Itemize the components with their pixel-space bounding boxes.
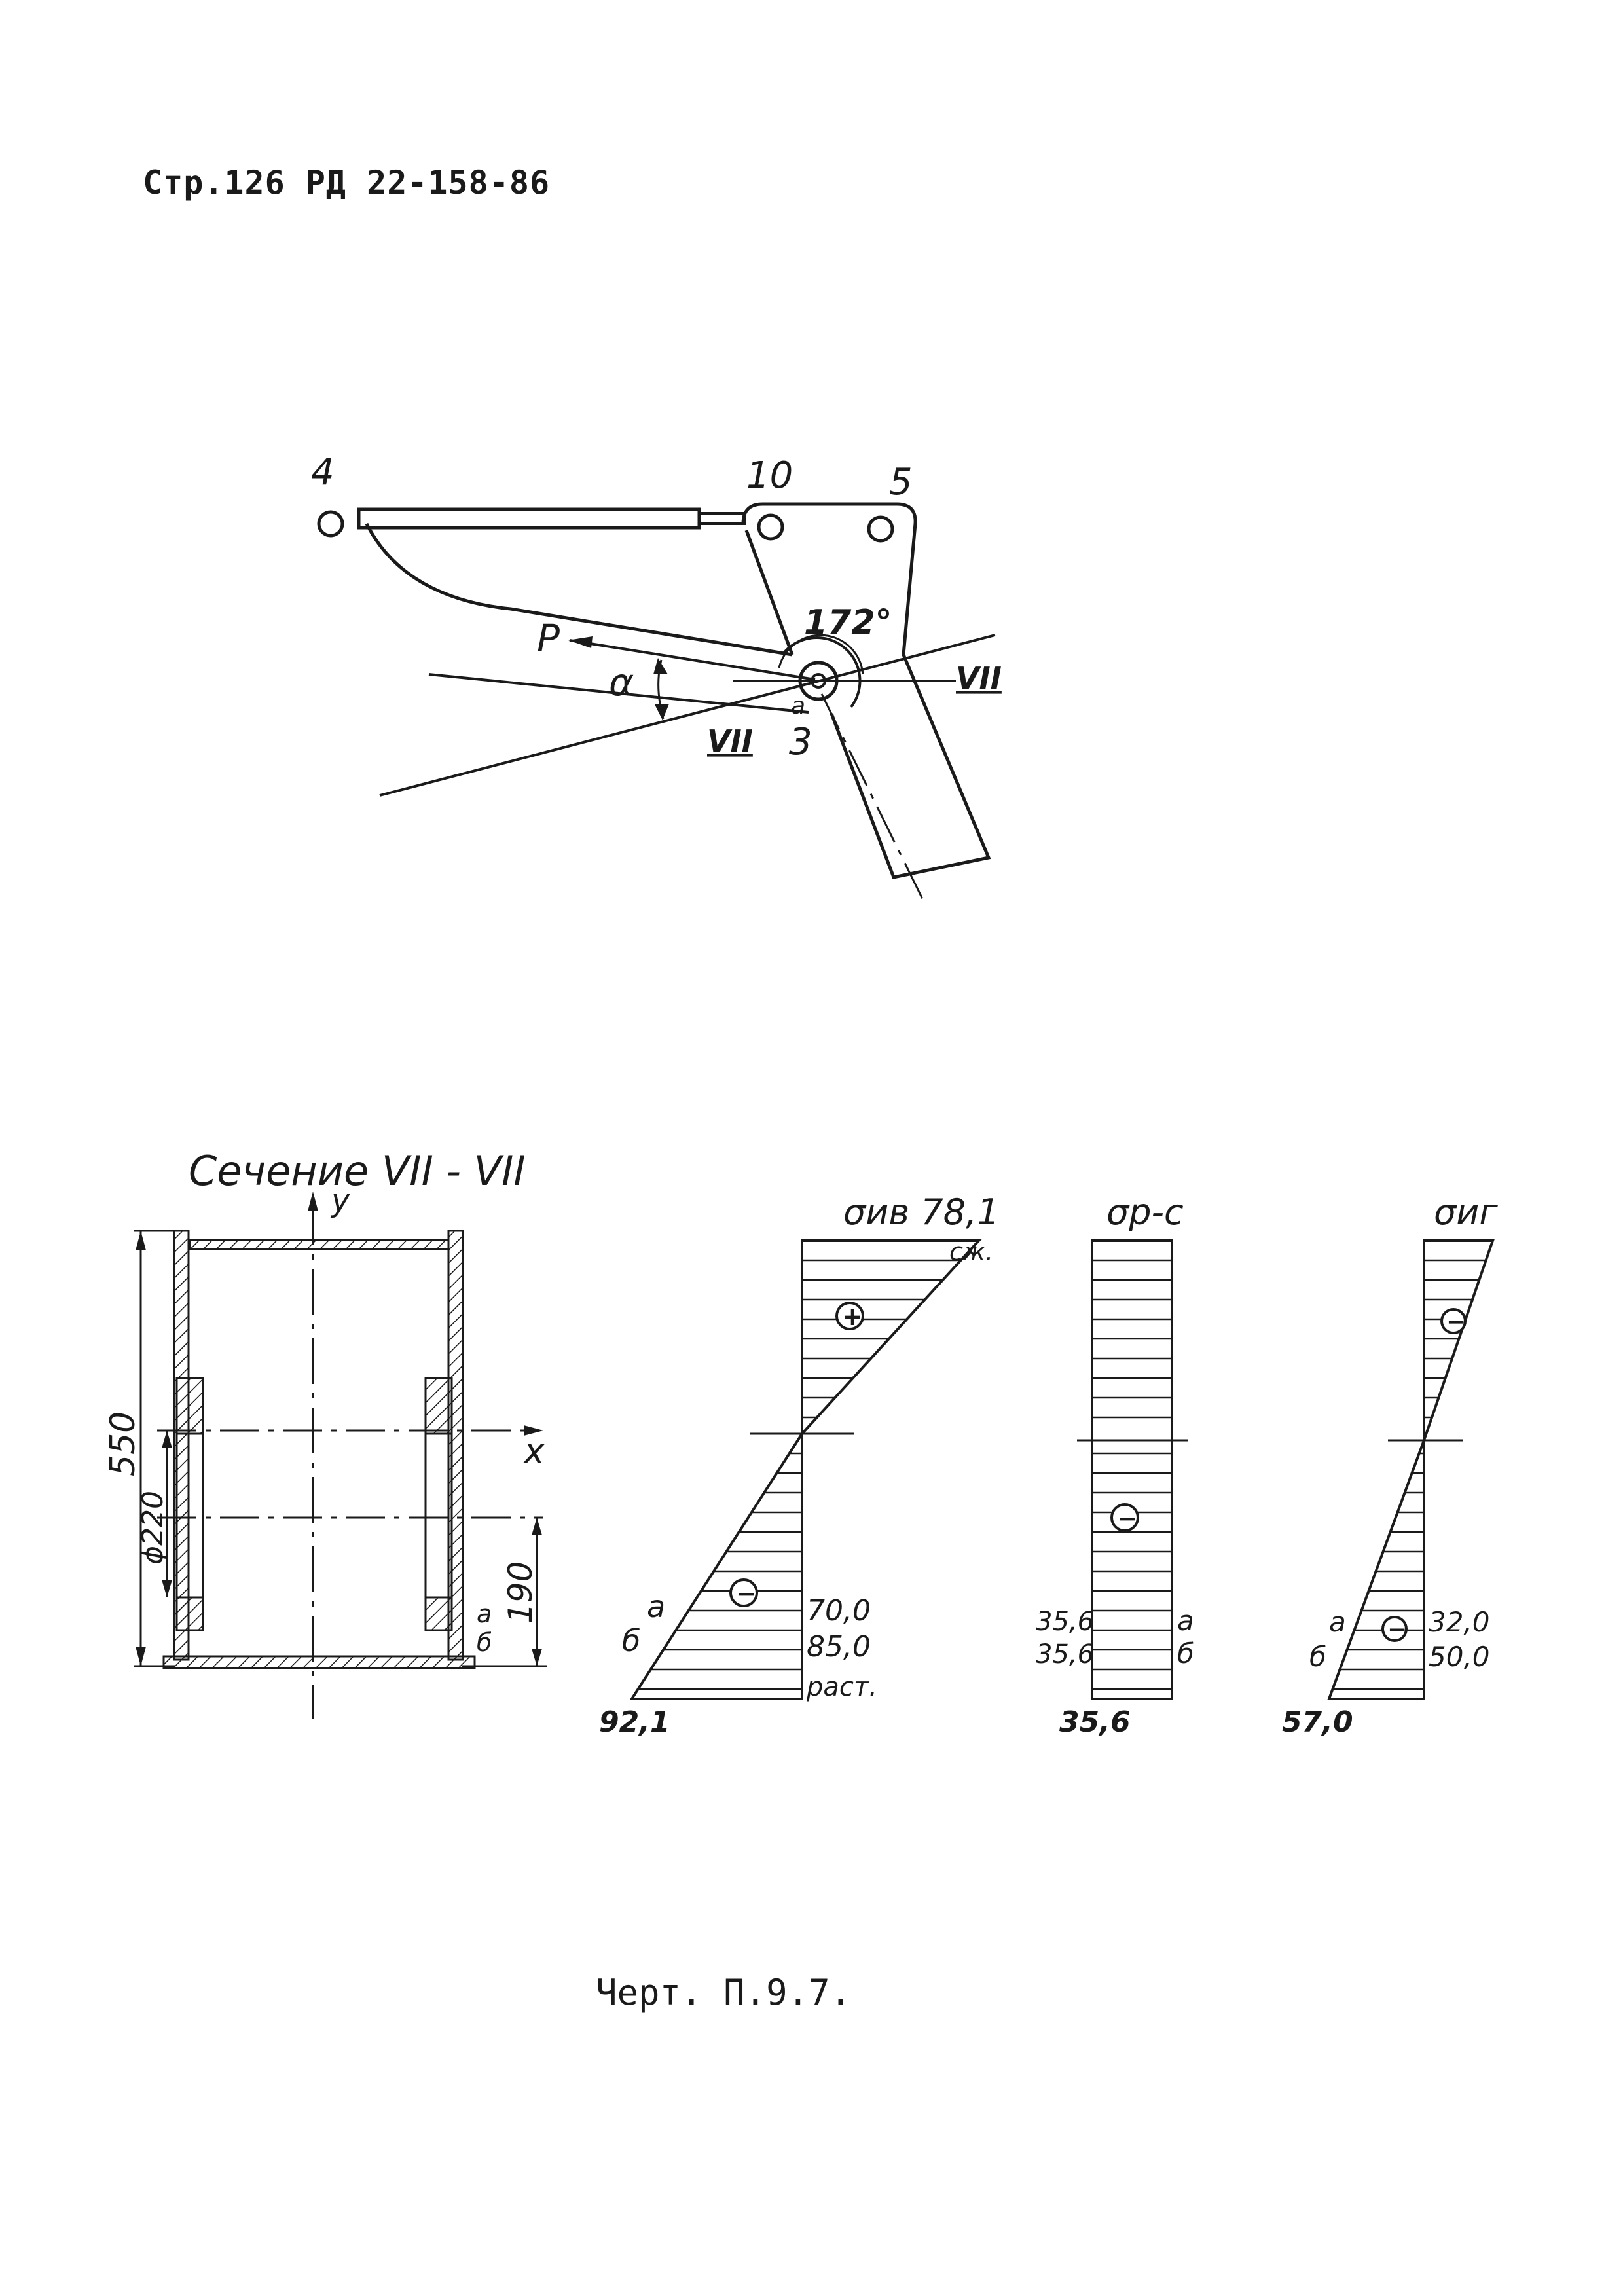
diag2-minus-sign: − [1117, 1504, 1138, 1533]
diag2-outline [1091, 1239, 1173, 1700]
dim-220-arrow-bottom [162, 1580, 172, 1597]
diag3-label-a: a [1329, 1606, 1346, 1638]
hole-5 [867, 515, 894, 543]
label-angle-172: 172° [804, 603, 892, 642]
figure-caption: Черт. П.9.7. [596, 1972, 852, 2013]
section-title: Сечение VII - VII [189, 1147, 526, 1195]
label-node-10: 10 [746, 454, 793, 497]
label-force-P: P [537, 616, 560, 661]
diag1-title: σив 78,1 [843, 1192, 1000, 1233]
label-section-a: a [477, 1599, 492, 1628]
diag3-minus-sign-bottom: − [1387, 1616, 1407, 1643]
diag1-plus-sign: + [842, 1302, 863, 1331]
diag1-plus-circle [835, 1302, 864, 1330]
dim-190-arrow-top [532, 1518, 542, 1535]
force-arrow [568, 636, 593, 648]
crank-plate [741, 502, 991, 879]
stress-diagram-axial: − σp-c 35,6 a 35,6 б 35,6 [1036, 1192, 1194, 1739]
stress-diagram-torsion: − − σиг a б 32,0 50,0 57,0 [1282, 1192, 1498, 1739]
label-point-a: a [791, 693, 805, 720]
label-dim-550: 550 [103, 1412, 143, 1476]
label-section-right: VII [956, 661, 1002, 696]
angle-172-arc [778, 634, 864, 675]
label-alpha: α [609, 660, 634, 704]
label-node-4: 4 [311, 451, 335, 494]
curved-arm [365, 522, 793, 657]
diag1-hatch [638, 1259, 961, 1690]
diag3-minus-sign-top: − [1446, 1309, 1466, 1336]
diag1-bottom-note: раст. [806, 1672, 877, 1702]
dim-220-arrow-top [162, 1430, 172, 1448]
x-axis-arrow [524, 1425, 543, 1436]
dim-550-arrow-bottom [136, 1647, 146, 1666]
y-axis-arrow [308, 1192, 318, 1211]
diag1-value-bottom: 92,1 [599, 1705, 670, 1739]
alpha-arrow-bottom [655, 704, 669, 720]
label-dim-190: 190 [501, 1561, 539, 1624]
diag2-label-b: б [1177, 1637, 1194, 1669]
left-boss-top [175, 1377, 204, 1435]
label-section-b: б [477, 1628, 492, 1657]
diag1-minus-sign: − [736, 1579, 757, 1608]
right-boss-top [424, 1377, 453, 1435]
mechanism-sketch [317, 502, 996, 901]
diag2-value-bottom: 35,6 [1059, 1705, 1131, 1739]
diag1-label-a: a [647, 1589, 665, 1624]
diag2-title: σp-c [1106, 1192, 1184, 1233]
diag1-top-note: сж. [949, 1237, 993, 1266]
diag2-value-a: 35,6 [1036, 1607, 1094, 1637]
top-flange [189, 1239, 450, 1250]
right-web [447, 1230, 464, 1661]
tie-rod [357, 507, 701, 530]
bottom-flange [162, 1655, 476, 1669]
force-line [569, 639, 816, 681]
left-boss-bottom [175, 1596, 204, 1631]
diag2-label-a: a [1177, 1605, 1194, 1637]
diag3-value-bottom: 57,0 [1282, 1705, 1353, 1739]
diag3-value-a: 32,0 [1429, 1606, 1490, 1638]
label-axis-y: y [330, 1182, 350, 1219]
stress-diagram-bending: + − σив 78,1 сж. a б 70,0 85,0 92,1 раст… [599, 1192, 1000, 1739]
label-axis-x: x [522, 1430, 545, 1472]
diag3-value-b: 50,0 [1429, 1641, 1490, 1673]
leg-centreline [820, 693, 924, 901]
diag3-minus-circle-top [1440, 1308, 1467, 1334]
mechanism-labels: 4 10 5 172° P α VII VII a 3 [311, 451, 1002, 763]
alpha-arrow-top [653, 658, 668, 674]
diag2-hatch [1092, 1259, 1172, 1690]
label-node-5: 5 [889, 461, 913, 503]
diag3-outline [1327, 1239, 1495, 1700]
diag3-label-b: б [1309, 1641, 1326, 1673]
dim-550-arrow-top [136, 1231, 146, 1250]
diag3-minus-circle-bottom [1381, 1616, 1408, 1642]
label-node-3: 3 [789, 721, 812, 763]
cross-section: Сечение VII - VII y x 550 [103, 1147, 547, 1719]
section-line [379, 634, 996, 797]
rod-end [698, 512, 746, 525]
hole-10 [757, 513, 784, 541]
diag3-title: σиг [1434, 1192, 1498, 1233]
diag1-value-a: 70,0 [807, 1594, 871, 1628]
dim-190-arrow-bottom [532, 1649, 542, 1666]
diag2-value-b: 35,6 [1036, 1639, 1094, 1669]
diag2-minus-circle [1110, 1503, 1139, 1532]
diag1-outline [629, 1239, 982, 1700]
diag1-label-b: б [622, 1623, 640, 1658]
pivot-4 [317, 510, 344, 538]
label-dim-220: ϕ220 [136, 1491, 170, 1565]
diag1-minus-circle [729, 1578, 758, 1607]
reference-line [428, 673, 809, 714]
diag1-value-b: 85,0 [807, 1630, 871, 1664]
page-header: Стр.126 РД 22-158-86 [143, 164, 551, 202]
right-boss-bottom [424, 1596, 453, 1631]
label-section-left: VII [707, 723, 753, 759]
